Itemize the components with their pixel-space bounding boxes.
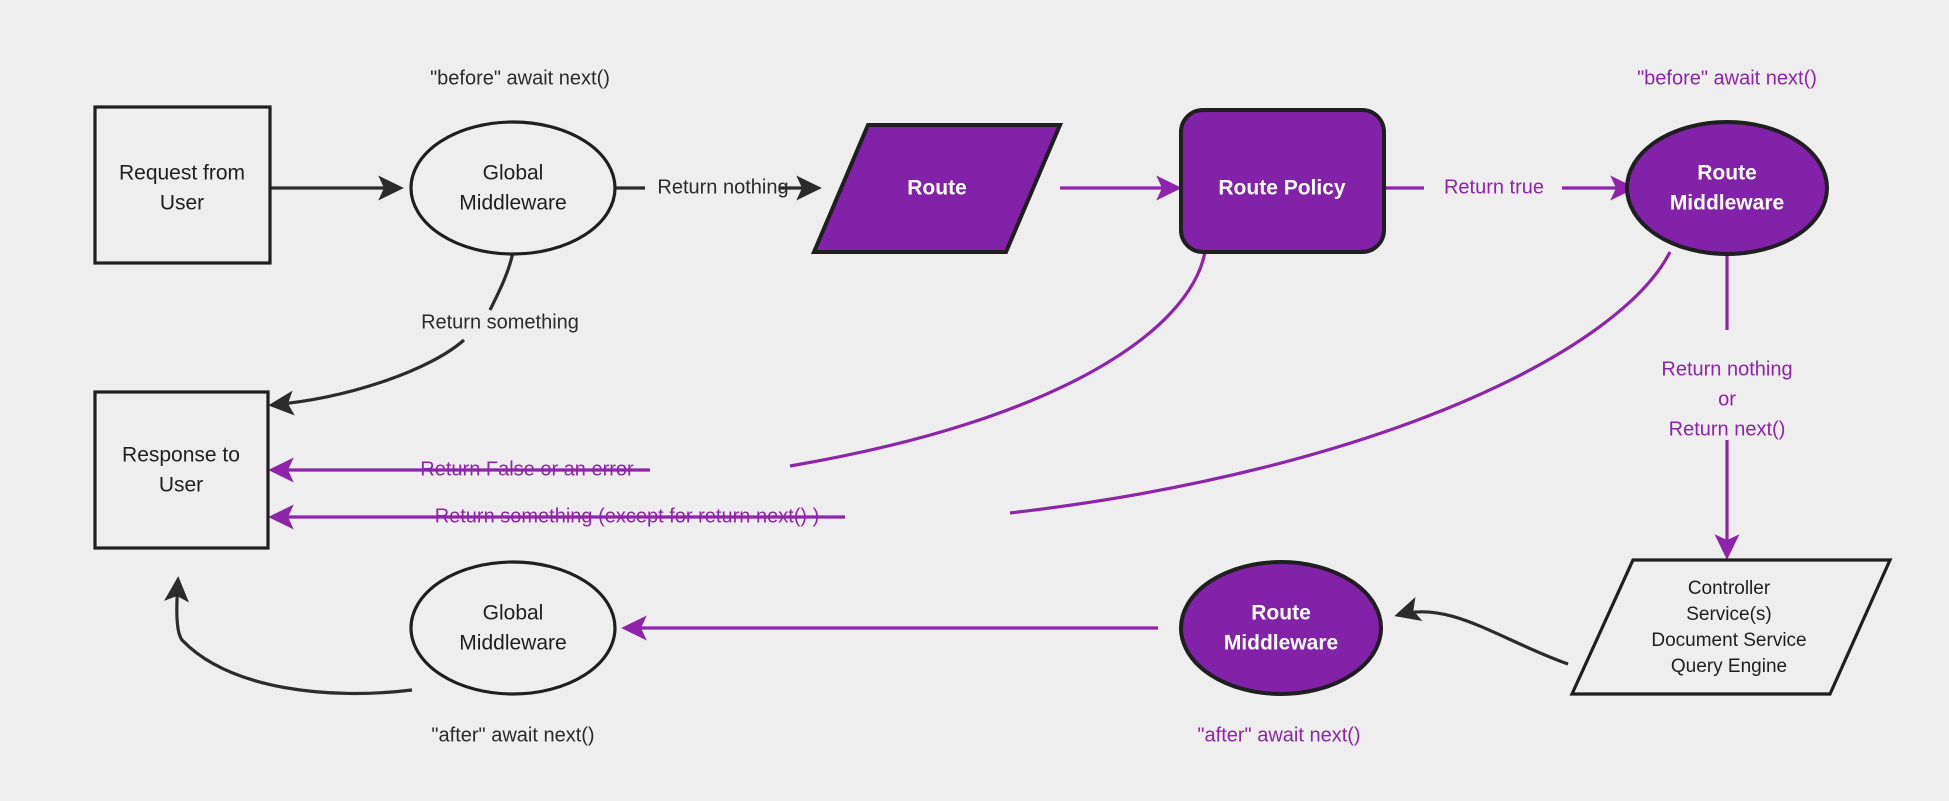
global-middleware-top-label-line2: Middleware [459, 192, 566, 215]
edge-global-bottom-to-response [164, 576, 413, 696]
node-route[interactable]: Route [810, 123, 1064, 254]
edge-label-return-nothing-or-next-line2: or [1718, 388, 1736, 410]
global-middleware-bottom-label-line2: Middleware [459, 632, 566, 655]
controller-stack-line2: Service(s) [1686, 604, 1772, 625]
edge-label-return-nothing-or-next-line3: Return next() [1669, 418, 1786, 440]
request-from-user-shape [93, 105, 272, 265]
annotation-before-await-next-global: "before" await next() [430, 67, 610, 89]
node-global-middleware-top[interactable]: Global Middleware [409, 120, 617, 256]
edge-label-return-false-or-error: Return False or an error [420, 458, 634, 480]
annotation-before-await-next-route: "before" await next() [1637, 67, 1817, 89]
route-shape [810, 123, 1064, 254]
response-to-user-label-line2: User [159, 474, 203, 497]
annotation-after-await-next-global: "after" await next() [431, 724, 594, 746]
edge-label-return-nothing-or-next-line1: Return nothing [1661, 358, 1792, 380]
response-to-user-shape [93, 390, 270, 550]
edge-rmw-to-response-curve [1009, 251, 1672, 515]
route-policy-shape [1179, 108, 1386, 254]
node-global-middleware-bottom[interactable]: Global Middleware [409, 560, 617, 696]
global-middleware-bottom-label-line1: Global [483, 602, 544, 625]
route-middleware-top-label-line2: Middleware [1670, 192, 1784, 215]
node-route-middleware-bottom[interactable]: Route Middleware [1179, 560, 1383, 696]
route-label: Route [907, 177, 967, 200]
edge-label-return-nothing: Return nothing [657, 176, 788, 198]
edge-label-return-something-except-next: Return something (except for return next… [435, 505, 820, 527]
route-middleware-top-shape [1625, 120, 1829, 256]
route-middleware-top-label-line1: Route [1697, 162, 1757, 185]
edge-global-return-something-upper [488, 251, 515, 311]
node-route-policy[interactable]: Route Policy [1179, 108, 1386, 254]
response-to-user-label-line1: Response to [122, 444, 240, 467]
route-middleware-bottom-label-line1: Route [1251, 602, 1311, 625]
global-middleware-top-label-line1: Global [483, 162, 544, 185]
edge-label-return-something-top: Return something [421, 311, 579, 333]
edge-label-return-true: Return true [1444, 176, 1544, 198]
annotation-after-await-next-route: "after" await next() [1197, 724, 1360, 746]
node-request-from-user[interactable]: Request from User [93, 105, 272, 265]
route-policy-label: Route Policy [1218, 177, 1346, 200]
route-middleware-bottom-label-line2: Middleware [1224, 632, 1338, 655]
controller-stack-line1: Controller [1688, 578, 1771, 599]
request-from-user-label-line1: Request from [119, 162, 245, 185]
controller-stack-line3: Document Service [1651, 630, 1806, 651]
edge-policy-to-response-curve [789, 251, 1207, 468]
request-from-user-label-line2: User [160, 192, 204, 215]
controller-stack-shape [1569, 558, 1893, 696]
global-middleware-bottom-shape [409, 560, 617, 696]
edge-global-return-something-lower [268, 338, 466, 416]
node-response-to-user[interactable]: Response to User [93, 390, 270, 550]
route-middleware-bottom-shape [1179, 560, 1383, 696]
controller-stack-line4: Query Engine [1671, 656, 1787, 677]
node-controller-stack[interactable]: Controller Service(s) Document Service Q… [1569, 558, 1893, 696]
edge-controller-to-rmw-bottom [1394, 596, 1569, 666]
global-middleware-top-shape [409, 120, 617, 256]
node-route-middleware-top[interactable]: Route Middleware [1625, 120, 1829, 256]
